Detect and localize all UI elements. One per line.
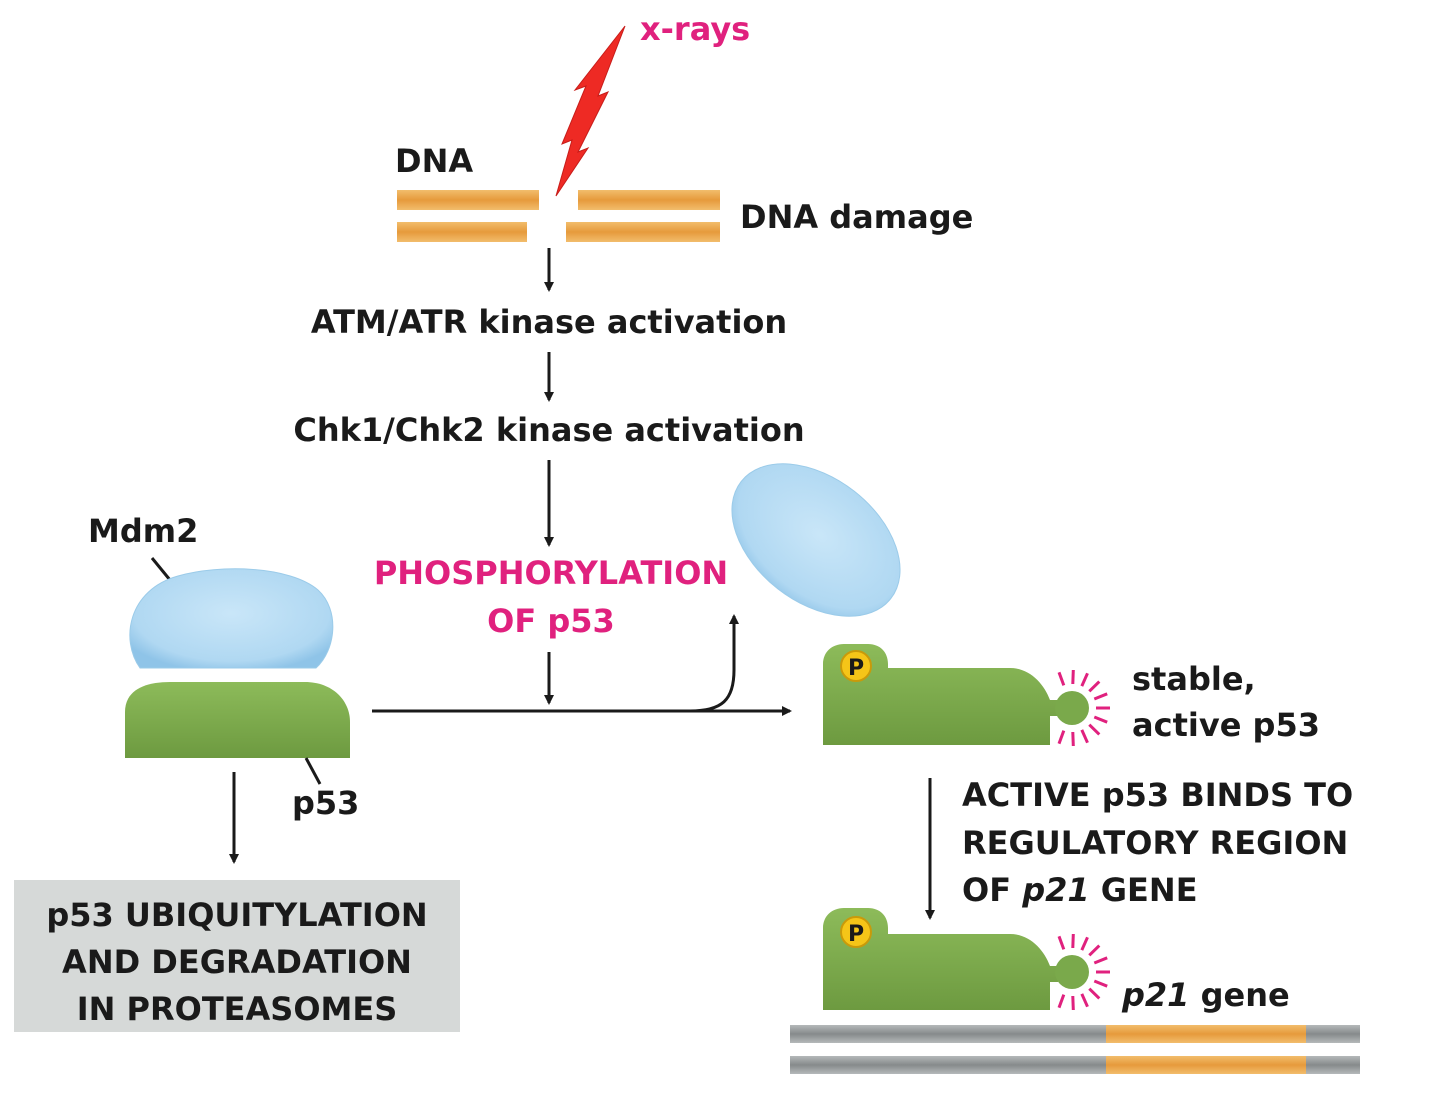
- phosphate-badge-top: P: [840, 650, 872, 682]
- activity-ray: [1093, 715, 1108, 724]
- activity-ray: [1088, 944, 1101, 957]
- stable-label-line1: stable,: [1132, 660, 1256, 698]
- activity-ray: [1057, 730, 1066, 745]
- activity-ray: [1057, 671, 1066, 686]
- activity-ray: [1071, 731, 1075, 747]
- activity-ray: [1071, 669, 1075, 685]
- damaged-dna: [397, 190, 720, 242]
- xrays-label: x-rays: [640, 10, 750, 48]
- activity-ray: [1071, 995, 1075, 1011]
- degradation-label-line1: p53 UBIQUITYLATION: [46, 896, 427, 934]
- activity-ray: [1057, 994, 1066, 1009]
- phosphate-badge-top-label: P: [848, 656, 864, 681]
- dna-label: DNA: [395, 142, 473, 180]
- activity-ray: [1080, 729, 1089, 744]
- activity-ray: [1071, 933, 1075, 949]
- lightning-bolt-icon: [555, 25, 626, 197]
- chk-label: Chk1/Chk2 kinase activation: [293, 411, 804, 449]
- mdm2-released: [731, 463, 901, 617]
- p21-gene-dna: [790, 1025, 1360, 1074]
- dna-damage-label: DNA damage: [740, 198, 973, 236]
- activity-ray: [1080, 993, 1089, 1008]
- stable-p53-protein: [823, 644, 1089, 745]
- binds-label-line3: OF p21 GENE: [962, 871, 1198, 909]
- phosphorylation-label-line1: PHOSPHORYLATION: [374, 554, 728, 592]
- phosphorylation-label-line2: OF p53: [487, 602, 615, 640]
- p53-leader-line: [304, 757, 322, 785]
- mdm2-label: Mdm2: [88, 512, 198, 550]
- activity-ray: [1093, 979, 1108, 988]
- stable-label-line2: active p53: [1132, 706, 1320, 744]
- bound-p53-protein: [823, 908, 1089, 1010]
- activity-ray: [1088, 723, 1101, 736]
- activity-rays-top: [1057, 669, 1110, 747]
- activity-ray: [1080, 936, 1089, 951]
- activity-ray: [1057, 935, 1066, 950]
- p21-gene-label: p21 gene: [1121, 976, 1290, 1014]
- phosphate-badge-bottom: P: [840, 916, 872, 948]
- p53-protein-bound: [125, 682, 350, 758]
- mdm2-leader-line: [150, 557, 172, 581]
- atm-atr-label: ATM/ATR kinase activation: [311, 303, 787, 341]
- binds-label-line1: ACTIVE p53 BINDS TO: [962, 776, 1353, 814]
- degradation-label-line2: AND DEGRADATION: [62, 943, 412, 981]
- binds-label-line2: REGULATORY REGION: [962, 824, 1348, 862]
- activity-ray: [1093, 956, 1108, 965]
- p53-label: p53: [292, 784, 359, 822]
- activity-ray: [1088, 987, 1101, 1000]
- degradation-label-line3: IN PROTEASOMES: [77, 990, 398, 1028]
- activity-ray: [1080, 672, 1089, 687]
- phosphate-badge-bottom-label: P: [848, 922, 864, 947]
- arrow-release-mdm2: [689, 614, 739, 713]
- activity-ray: [1093, 692, 1108, 701]
- activity-ray: [1088, 680, 1101, 693]
- activity-rays-bottom: [1057, 933, 1110, 1011]
- mdm2-protein: [129, 568, 334, 669]
- degradation-box: [14, 880, 460, 1032]
